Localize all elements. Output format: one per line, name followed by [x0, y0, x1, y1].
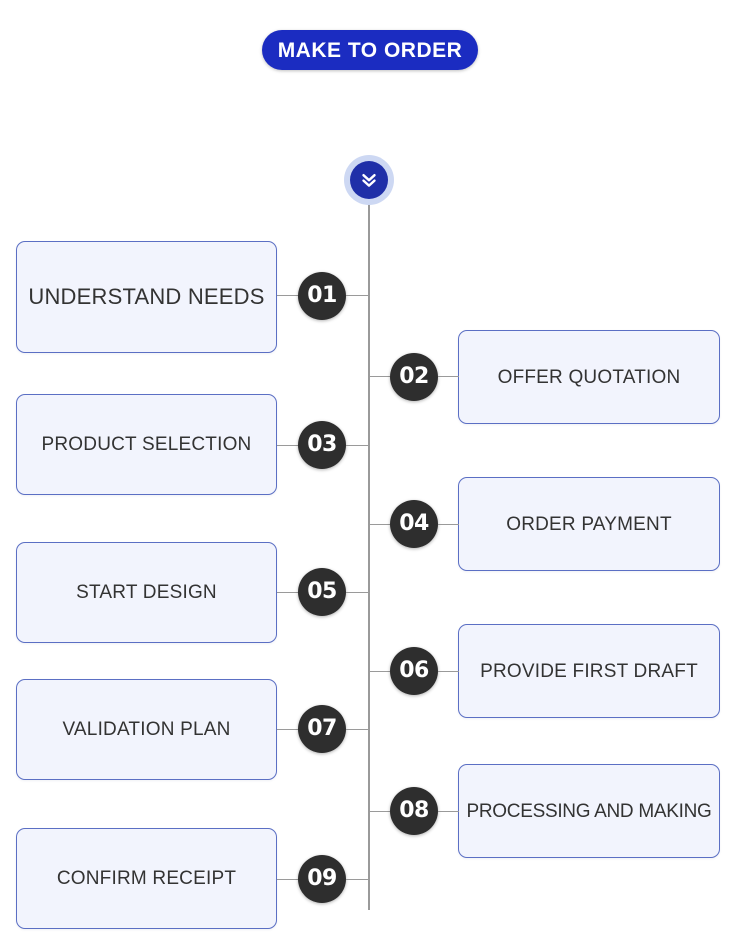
step-number-01: 01: [307, 283, 337, 308]
step-badge-02[interactable]: 02: [390, 353, 438, 401]
connector-03-box: [277, 445, 299, 447]
step-label-04: ORDER PAYMENT: [506, 513, 672, 535]
connector-07-spine: [346, 729, 369, 731]
step-box-08[interactable]: PROCESSING AND MAKING: [458, 764, 720, 858]
connector-06-box: [438, 671, 459, 673]
connector-01-box: [277, 295, 299, 297]
step-box-07[interactable]: VALIDATION PLAN: [16, 679, 277, 780]
connector-09-box: [277, 879, 299, 881]
step-label-03: PRODUCT SELECTION: [41, 434, 252, 455]
connector-02-box: [438, 376, 459, 378]
double-chevron-down-icon: [350, 161, 388, 199]
connector-02-spine: [369, 376, 390, 378]
step-number-03: 03: [307, 432, 337, 457]
connector-07-box: [277, 729, 299, 731]
step-badge-09[interactable]: 09: [298, 855, 346, 903]
step-label-02: OFFER QUOTATION: [497, 366, 681, 388]
step-label-07: VALIDATION PLAN: [62, 719, 231, 740]
step-label-05: START DESIGN: [76, 582, 217, 603]
step-badge-03[interactable]: 03: [298, 421, 346, 469]
connector-08-spine: [369, 811, 390, 813]
step-badge-08[interactable]: 08: [390, 787, 438, 835]
step-number-07: 07: [307, 716, 337, 741]
step-box-02[interactable]: OFFER QUOTATION: [458, 330, 720, 424]
connector-08-box: [438, 811, 459, 813]
connector-04-box: [438, 524, 459, 526]
step-badge-04[interactable]: 04: [390, 500, 438, 548]
connector-05-box: [277, 592, 299, 594]
step-label-06: PROVIDE FIRST DRAFT: [480, 660, 698, 682]
step-badge-07[interactable]: 07: [298, 705, 346, 753]
page-title-pill: MAKE TO ORDER: [262, 30, 478, 70]
step-badge-01[interactable]: 01: [298, 272, 346, 320]
step-badge-06[interactable]: 06: [390, 647, 438, 695]
connector-01-spine: [346, 295, 369, 297]
connector-05-spine: [346, 592, 369, 594]
step-number-06: 06: [399, 658, 429, 683]
step-number-04: 04: [399, 511, 429, 536]
step-number-02: 02: [399, 364, 429, 389]
connector-03-spine: [346, 445, 369, 447]
connector-04-spine: [369, 524, 390, 526]
step-box-06[interactable]: PROVIDE FIRST DRAFT: [458, 624, 720, 718]
connector-06-spine: [369, 671, 390, 673]
step-number-09: 09: [307, 866, 337, 891]
step-box-01[interactable]: UNDERSTAND NEEDS: [16, 241, 277, 353]
timeline-spine: [368, 198, 370, 910]
step-box-04[interactable]: ORDER PAYMENT: [458, 477, 720, 571]
step-box-09[interactable]: CONFIRM RECEIPT: [16, 828, 277, 929]
step-number-05: 05: [307, 579, 337, 604]
timeline-start-node[interactable]: [344, 155, 394, 205]
step-box-05[interactable]: START DESIGN: [16, 542, 277, 643]
step-badge-05[interactable]: 05: [298, 568, 346, 616]
step-number-08: 08: [399, 798, 429, 823]
step-box-03[interactable]: PRODUCT SELECTION: [16, 394, 277, 495]
step-label-08: PROCESSING AND MAKING: [466, 800, 712, 822]
connector-09-spine: [346, 879, 369, 881]
step-label-01: UNDERSTAND NEEDS: [28, 284, 265, 309]
page-title: MAKE TO ORDER: [277, 38, 463, 62]
step-label-09: CONFIRM RECEIPT: [56, 868, 237, 889]
